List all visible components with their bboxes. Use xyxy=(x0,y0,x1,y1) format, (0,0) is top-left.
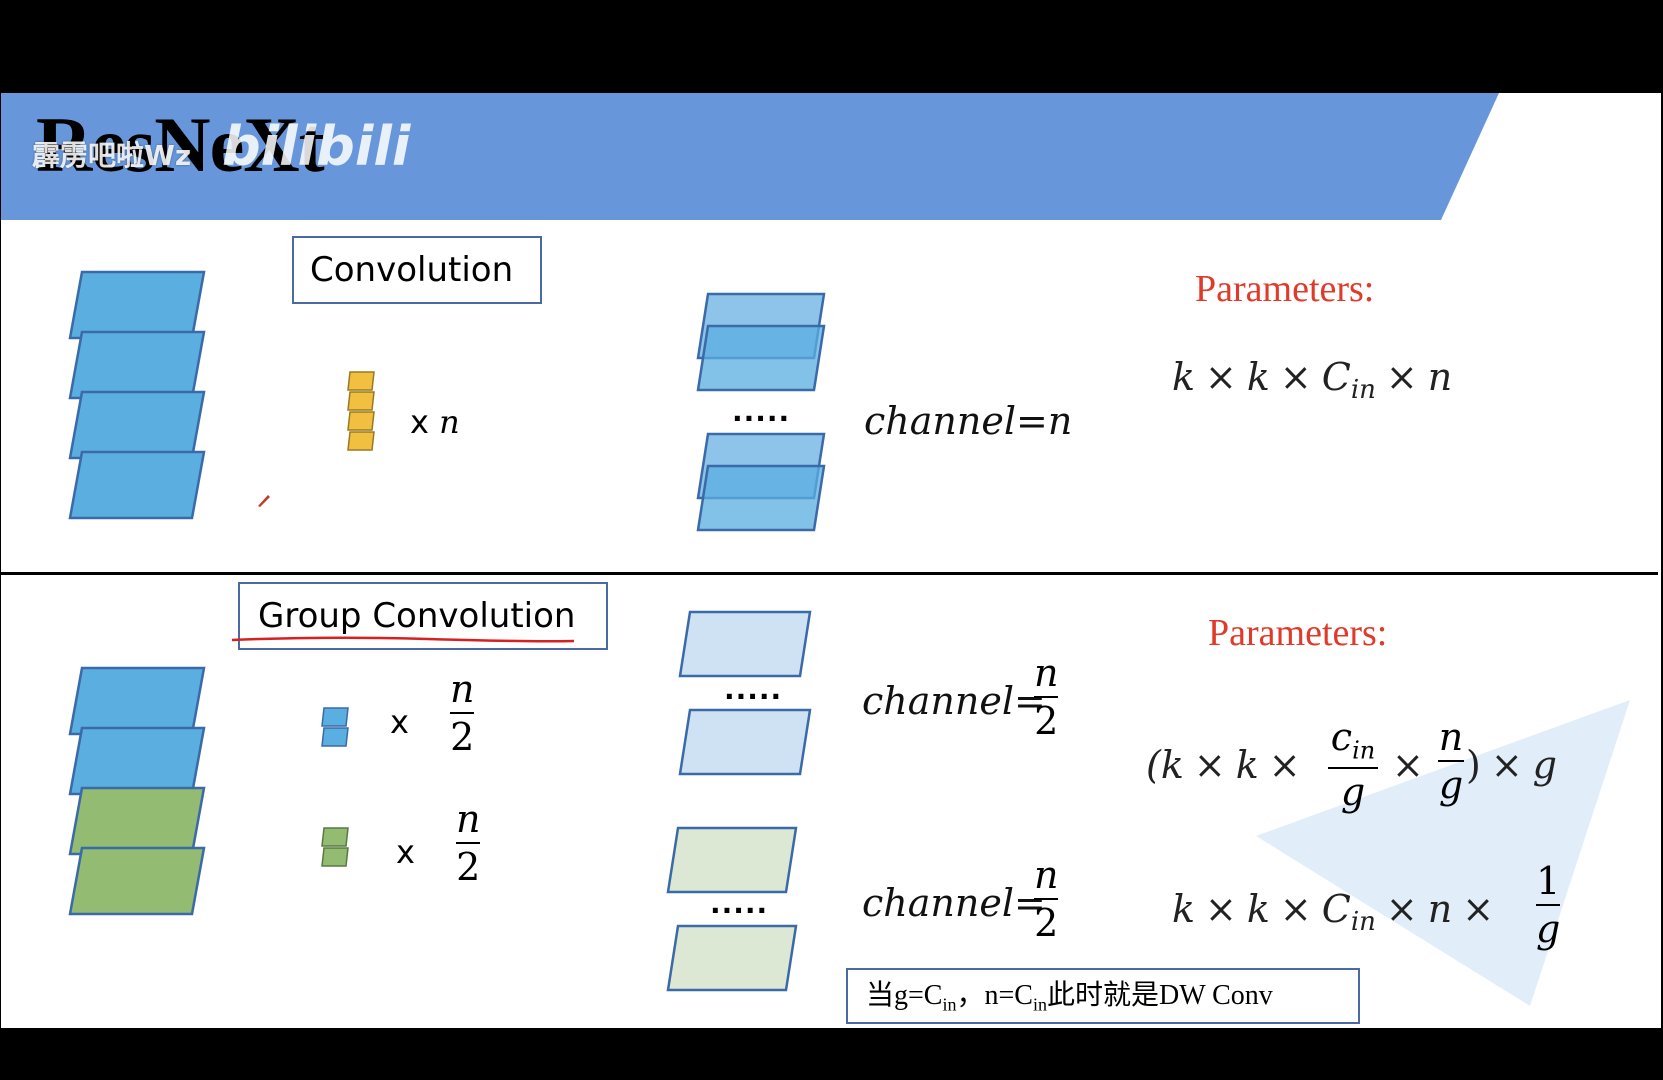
input-feature-stack-bottom xyxy=(68,666,206,916)
channel-label-top: channel=n xyxy=(864,399,1073,443)
parameters-title-bottom: Parameters: xyxy=(1208,612,1388,654)
f-times: × xyxy=(1490,743,1523,787)
f-times: × xyxy=(1392,743,1424,787)
kernel-stack-blue xyxy=(321,707,349,747)
channel-fraction-1: n 2 xyxy=(1034,654,1058,740)
frac-den: 2 xyxy=(450,715,475,759)
formula-frac-cin-over-g: cin g xyxy=(1328,718,1378,811)
convolution-label-text: Convolution xyxy=(310,250,514,290)
formula-frac-n-over-g: n g xyxy=(1438,718,1464,804)
output-group2-stack xyxy=(666,826,798,992)
param-formula-group: (k×k× xyxy=(1146,746,1311,784)
f-times: × xyxy=(1193,743,1226,787)
f-close: ) xyxy=(1466,743,1481,787)
f-k: k xyxy=(1172,887,1196,931)
formula-tail: )×g xyxy=(1466,746,1557,784)
f-n: n xyxy=(1427,887,1453,931)
f-times: × xyxy=(1268,743,1301,787)
frac-den: 2 xyxy=(1034,901,1059,945)
f-c-sub: in xyxy=(1350,375,1376,405)
bg-triangle-decoration xyxy=(1256,700,1630,1006)
channel-label-bottom-2: channel= xyxy=(862,881,1046,925)
f-c: C xyxy=(1321,355,1351,399)
slide-title: ResNeXt xyxy=(36,101,325,188)
note-sub: in xyxy=(1032,994,1047,1015)
bottom-letterbox xyxy=(0,1028,1663,1080)
f-times: × xyxy=(1385,355,1418,399)
blue-multiplier-fraction: n 2 xyxy=(450,670,474,756)
formula-frac-1-over-g: 1 g xyxy=(1536,862,1560,948)
frac-num-c: c xyxy=(1330,715,1353,759)
frac-den: 2 xyxy=(1034,699,1059,743)
param-formula-top: k×k×Cin×n xyxy=(1172,358,1452,403)
frac-num: n xyxy=(1438,715,1464,759)
group-convolution-label-text: Group Convolution xyxy=(258,596,576,636)
multiplier-prefix: x xyxy=(410,403,429,441)
channel-fraction-2: n 2 xyxy=(1034,856,1058,942)
ellipsis-bottom-1: ..... xyxy=(724,673,783,706)
frac-num: n xyxy=(450,667,475,711)
output-feature-stack-top xyxy=(696,292,826,532)
convolution-label: Convolution xyxy=(292,236,542,304)
f-g: g xyxy=(1532,743,1557,787)
header-band-shape xyxy=(1,93,1499,220)
frac-num: n xyxy=(1034,651,1059,695)
pen-cursor-icon xyxy=(258,495,270,507)
frac-num: n xyxy=(1034,853,1059,897)
f-k: k xyxy=(1172,355,1196,399)
bilibili-logo: bilibili xyxy=(222,115,411,178)
multiplier-var: n xyxy=(439,403,460,441)
green-multiplier-x: x xyxy=(396,833,415,871)
frac-num-sub: in xyxy=(1352,736,1376,765)
f-times: × xyxy=(1385,887,1418,931)
watermark-text: 霹雳吧啦Wz xyxy=(32,139,192,172)
f-n: n xyxy=(1427,355,1453,399)
f-k: k xyxy=(1246,355,1270,399)
formula-times-2: × xyxy=(1382,746,1434,784)
f-times: × xyxy=(1279,887,1312,931)
ellipsis-bottom-2: ..... xyxy=(710,887,769,920)
frac-num: 1 xyxy=(1536,859,1561,903)
red-underline-annotation xyxy=(231,636,575,643)
frac-den: g xyxy=(1536,907,1561,951)
f-times: × xyxy=(1205,355,1237,399)
channel-label-bottom-1: channel= xyxy=(862,679,1046,723)
output-group1-stack xyxy=(678,610,812,776)
ellipsis-top: ..... xyxy=(732,395,791,428)
f-c-sub: in xyxy=(1350,907,1376,937)
frac-den: g xyxy=(1438,763,1464,807)
frac-num: cin xyxy=(1331,718,1375,763)
frac-num: n xyxy=(456,797,481,841)
note-prefix: 当g=C xyxy=(866,980,943,1011)
kernel-stack-green xyxy=(321,827,349,867)
parameters-title-top: Parameters: xyxy=(1195,268,1375,310)
f-times: × xyxy=(1462,887,1495,931)
f-times: × xyxy=(1205,887,1237,931)
frac-den: g xyxy=(1340,769,1366,814)
header-band xyxy=(1,93,1499,220)
f-c: C xyxy=(1321,887,1351,931)
note-suffix: 此时就是DW Conv xyxy=(1046,980,1273,1011)
section-divider xyxy=(0,572,1658,575)
note-sub: in xyxy=(942,994,957,1015)
f-k: k xyxy=(1235,743,1259,787)
f-k: k xyxy=(1246,887,1270,931)
frac-den: 2 xyxy=(456,845,481,889)
green-multiplier-fraction: n 2 xyxy=(456,800,480,886)
kernel-stack-yellow xyxy=(347,371,375,451)
blue-multiplier-x: x xyxy=(390,703,409,741)
dw-conv-note: 当g=Cin，n=Cin此时就是DW Conv xyxy=(846,968,1360,1024)
param-formula-group-simplified: k×k×Cin×n× xyxy=(1172,890,1504,935)
note-mid: ，n=C xyxy=(956,980,1033,1011)
f-times: × xyxy=(1279,355,1312,399)
f-open: (k xyxy=(1146,743,1184,787)
kernel-multiplier-top: x n xyxy=(410,406,460,438)
input-feature-stack-top xyxy=(68,270,206,520)
